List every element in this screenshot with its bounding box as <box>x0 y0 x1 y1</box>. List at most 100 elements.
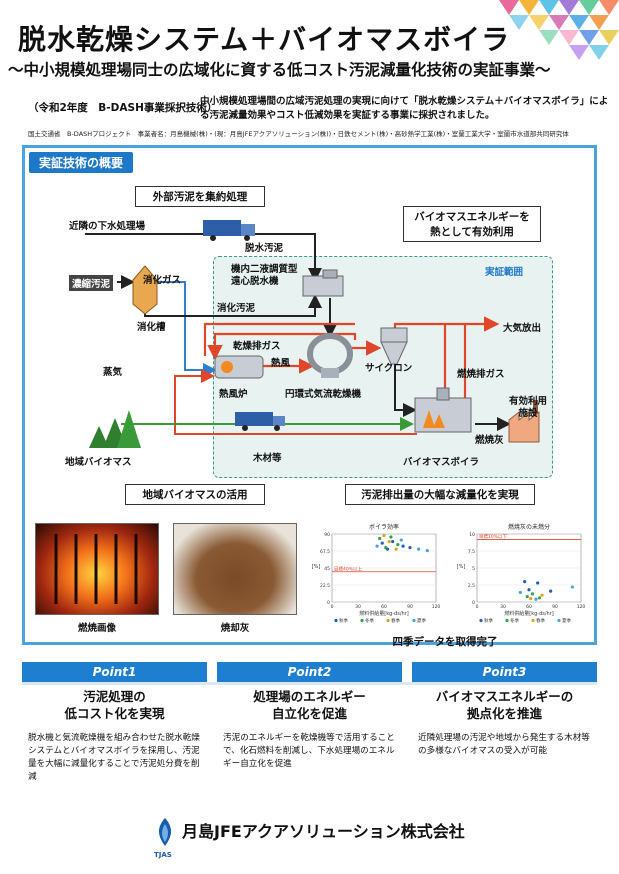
chart-title: ボイラ効率 <box>369 523 399 531</box>
label-boiler: バイオマスボイラ <box>403 457 480 468</box>
chart-x-tick-label: 0 <box>476 604 479 610</box>
chart-legend-label: 冬季 <box>510 617 519 624</box>
callout-line: バイオマスエネルギーを <box>414 211 530 223</box>
chart-point <box>375 544 379 548</box>
boiler-icon <box>414 387 472 433</box>
chart-x-tick-label: 120 <box>432 604 441 610</box>
charts-caption: 四季データを取得完了 <box>392 636 498 648</box>
point-body: 脱水機と気流乾燥機を組み合わせた脱水乾燥システムとバイオマスボイラを採用し、汚泥… <box>28 733 200 782</box>
chart-x-tick-label: 60 <box>381 604 387 610</box>
chart-point <box>387 539 391 544</box>
label-digested-sludge: 消化汚泥 <box>217 303 256 314</box>
company-logo-icon <box>158 818 172 846</box>
point-title-line: 低コスト化を実現 <box>64 706 165 721</box>
chart-point <box>391 539 395 544</box>
chart-x-axis-label: 燃料供給量[kg-ds/hr] <box>504 610 554 617</box>
point-title-line: 処理場のエネルギー <box>253 689 366 704</box>
ash-photo <box>173 523 297 615</box>
chart-point <box>525 594 529 599</box>
award-label: （令和2年度 B-DASH事業採択技術） <box>28 102 218 114</box>
centrifuge-icon <box>302 269 344 297</box>
label-wood: 木材等 <box>253 453 282 464</box>
scope-label: 実証範囲 <box>485 267 524 278</box>
chart-y-tick-label: 5 <box>472 566 475 572</box>
chart-x-tick-label: 90 <box>552 604 558 610</box>
chart-point <box>534 597 538 601</box>
cyclone-icon <box>380 327 408 365</box>
point-body: 近隣処理場の汚泥や地域から発生する木材等の多様なバイオマスの受入が可能 <box>418 733 590 756</box>
label-regional-biomass: 地域バイオマス <box>65 457 132 468</box>
chart-point <box>549 589 553 593</box>
flow-diagram <box>85 220 540 448</box>
chart-x-tick-label: 30 <box>500 604 506 610</box>
label-cyclone: サイクロン <box>365 363 413 374</box>
chart-legend-label: 秋季 <box>484 617 493 624</box>
label-dewatered-sludge: 脱水汚泥 <box>245 243 284 254</box>
chart-point <box>389 535 393 539</box>
point-card-2: Point2 処理場のエネルギー 自立化を促進 汚泥のエネルギーを乾燥機等で活用… <box>217 662 402 798</box>
label-line: 施設 <box>518 408 538 419</box>
chart-point <box>523 580 527 584</box>
chart-legend-marker <box>479 618 483 623</box>
chart-y-tick-label: 10 <box>469 532 475 538</box>
chart-legend-marker <box>531 618 535 623</box>
label-ash: 燃焼灰 <box>475 435 504 446</box>
callout-reduction: 汚泥排出量の大幅な減量化を実現 <box>345 484 535 505</box>
chart-y-tick-label: 67.5 <box>320 549 330 555</box>
technology-overview-panel: 実証技術の概要 実証範囲 <box>22 145 597 648</box>
chart-y-tick-label: 0 <box>472 600 475 606</box>
chart-legend-marker <box>412 618 416 623</box>
chart-point <box>425 549 429 553</box>
chart-point <box>417 547 421 551</box>
chart-point <box>401 544 405 548</box>
chart-x-tick-label: 90 <box>407 604 413 610</box>
chart-legend-marker <box>557 618 561 623</box>
digester-tank-icon <box>132 265 158 315</box>
callout-local-biomass: 地域バイオマスの活用 <box>125 484 265 505</box>
chart-y-tick-label: 2.5 <box>468 583 475 589</box>
truck-icon <box>203 220 255 241</box>
chart-point <box>570 585 574 589</box>
callout-collect: 外部汚泥を集約処理 <box>135 186 265 207</box>
callout-biomass-energy: バイオマスエネルギーを 熱として有効利用 <box>403 206 541 242</box>
chart-legend-marker <box>505 618 509 623</box>
chart-point <box>399 538 403 542</box>
point-head: Point2 <box>217 662 402 682</box>
chart-legend-label: 春季 <box>391 617 400 624</box>
chart-y-axis-label: [%] <box>457 564 466 570</box>
point-card-3: Point3 バイオマスエネルギーの 拠点化を推進 近隣処理場の汚泥や地域から発… <box>412 662 597 798</box>
chart-x-tick-label: 0 <box>331 604 334 610</box>
truck-icon <box>235 412 285 431</box>
label-drying-exhaust: 乾燥排ガス <box>233 341 281 352</box>
panel-title: 実証技術の概要 <box>29 152 134 173</box>
chart-point <box>537 596 541 600</box>
chart-y-axis-label: [%] <box>312 564 321 570</box>
furnace-icon <box>214 355 264 379</box>
description-text: 中小規模処理場間の広域汚泥処理の実現に向けて「脱水乾燥システム＋バイオマスボイラ… <box>200 96 609 121</box>
point-title-line: バイオマスエネルギーの <box>435 689 574 704</box>
label-digestion-gas: 消化ガス <box>143 275 182 286</box>
tree-icon <box>89 410 141 448</box>
point-title-line: 自立化を促進 <box>271 706 347 721</box>
chart-legend-marker <box>386 618 390 623</box>
label-combustion-exhaust: 燃焼排ガス <box>457 369 505 380</box>
chart-point <box>378 536 382 541</box>
chart-annotation: 目標40%以上 <box>334 565 363 572</box>
points-strip <box>22 682 597 685</box>
point-title: 汚泥処理の 低コスト化を実現 <box>22 688 207 722</box>
label-effective-use: 有効利用 施設 <box>509 396 547 420</box>
callout-line: 熱として有効利用 <box>430 226 514 238</box>
chart-point <box>518 590 522 595</box>
label-line: 機内二液調質型 <box>231 264 298 275</box>
combustion-photo <box>35 523 159 615</box>
ash-caption: 焼却灰 <box>220 623 250 634</box>
label-steam: 蒸気 <box>103 367 123 378</box>
chart-point <box>396 542 400 547</box>
label-hot-air-furnace: 熱風炉 <box>219 389 248 400</box>
chart-point <box>530 592 535 596</box>
chart-y-tick-label: 45 <box>324 566 330 572</box>
chart-x-axis-label: 燃料供給量[kg-ds/hr] <box>359 610 409 617</box>
point-title: 処理場のエネルギー 自立化を促進 <box>217 688 402 722</box>
